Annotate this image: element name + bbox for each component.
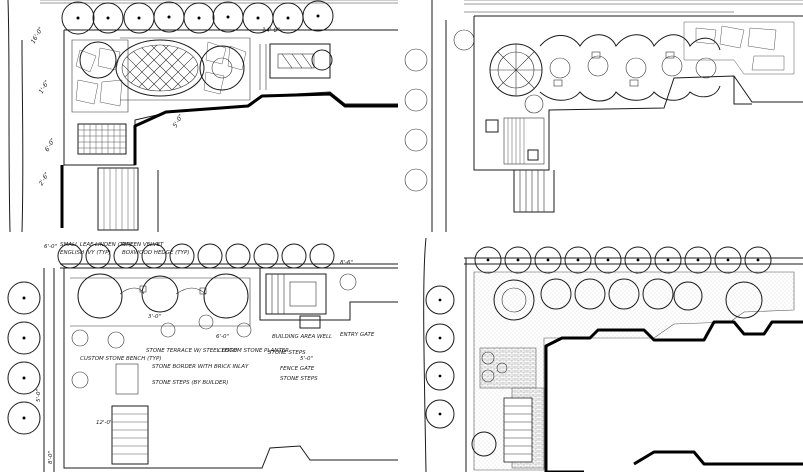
note-label: STONE STEPS	[268, 350, 306, 356]
dim-label: 6'-0"	[44, 137, 57, 153]
garden-outline	[473, 15, 803, 213]
dim-label: 6'-0"	[216, 334, 229, 340]
note-label: STONE TERRACE W/ STEEL EDGE	[146, 348, 237, 354]
garden-outline	[63, 267, 398, 469]
sketch-1-drawing: 16'-0" 1'-6" 6'-0" 14'-0" 5'-0" 2'-6"	[7, 0, 398, 232]
dim-label: 6'-0"	[44, 244, 57, 250]
note-label: CUSTOM STONE BENCH (TYP)	[80, 356, 161, 362]
brick-paving	[77, 123, 127, 155]
courtyard-furniture	[485, 94, 545, 165]
dim-label: 8'-6"	[340, 260, 353, 266]
note-label: ENTRY GATE	[340, 332, 375, 338]
note-label: CUSTOM STONE PLANTER	[218, 348, 289, 354]
tree-row	[61, 0, 334, 35]
note-label: BOXWOOD HEDGE (TYP)	[122, 250, 189, 256]
dim-label: 14'-0"	[262, 27, 280, 34]
dim-label: 1'-6"	[38, 79, 51, 95]
building-wall	[544, 320, 803, 472]
cad-drawing	[423, 238, 803, 472]
entry-steps	[97, 167, 139, 231]
planter-chain	[539, 34, 721, 102]
street-edge	[7, 0, 398, 232]
street-edge	[431, 0, 803, 232]
dim-label: 5'-0"	[36, 389, 42, 402]
sketch-2-drawing	[404, 0, 803, 232]
note-label: STONE BORDER WITH BRICK INLAY	[152, 364, 249, 370]
dim-label: 5'-0"	[300, 356, 313, 362]
entry-steps	[71, 363, 149, 465]
note-label: FENCE GATE	[280, 366, 315, 372]
tree-column	[425, 285, 455, 429]
sketch-panel-1: 16'-0" 1'-6" 6'-0" 14'-0" 5'-0" 2'-6"	[0, 0, 398, 232]
tree-row	[474, 246, 772, 274]
entry-steps	[503, 397, 533, 463]
sketch-3-drawing: SMALL LEAF LINDEN (TYP) ENGLISH IVY (TYP…	[7, 242, 398, 472]
dim-label: 2'-6"	[38, 171, 51, 187]
note-label: GREEN VELVET	[122, 242, 164, 248]
street-edge	[423, 238, 803, 472]
pergola	[265, 273, 357, 329]
cad-panel	[404, 238, 803, 472]
dim-label: 5'-0"	[172, 113, 185, 129]
round-terrace	[489, 43, 543, 97]
sketch-panel-3: SMALL LEAF LINDEN (TYP) ENGLISH IVY (TYP…	[0, 238, 398, 472]
note-label: STONE STEPS	[280, 376, 318, 382]
pergola	[259, 43, 333, 90]
round-planters	[493, 278, 763, 321]
round-planters	[79, 41, 245, 91]
note-label: BUILDING AREA WELL	[272, 334, 332, 340]
sketch-3-notes: SMALL LEAF LINDEN (TYP) ENGLISH IVY (TYP…	[36, 242, 375, 464]
shrubs	[471, 351, 508, 457]
round-terraces	[77, 273, 249, 319]
shrubs	[71, 314, 252, 349]
stone-paving	[71, 37, 251, 113]
note-label: STONE STEPS (BY BUILDER)	[152, 380, 229, 386]
dim-label: 12'-0"	[96, 420, 113, 426]
dim-label: 16'-0"	[30, 26, 45, 45]
stone-paving	[683, 21, 795, 105]
note-label: ENGLISH IVY (TYP)	[60, 250, 111, 256]
oval-terrace	[115, 39, 205, 97]
dim-label: 8'-0"	[48, 451, 54, 464]
note-label: SMALL LEAF LINDEN (TYP)	[60, 242, 132, 248]
sketch-panel-2	[404, 0, 803, 232]
tree-column	[7, 268, 55, 472]
tree-column	[404, 29, 475, 192]
dim-label: 3'-0"	[148, 314, 161, 320]
garden-outline	[60, 29, 398, 232]
